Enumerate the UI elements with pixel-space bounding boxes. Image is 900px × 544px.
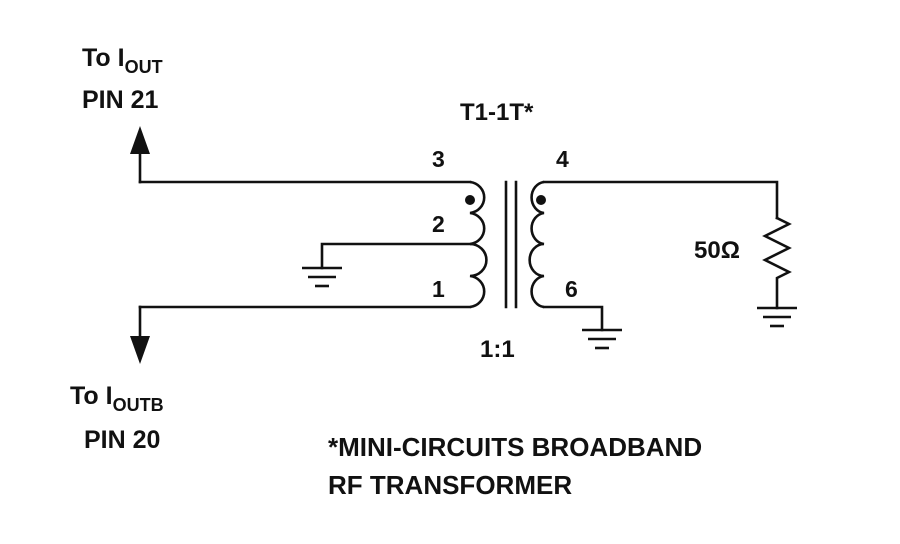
turns-ratio-label: 1:1: [480, 336, 515, 363]
ground-icon: [582, 328, 622, 350]
pin-3-label: 3: [432, 146, 445, 172]
ground-icon: [757, 306, 797, 328]
primary-polarity-dot-icon: [465, 195, 475, 205]
footnote-line-1: *MINI-CIRCUITS BROADBAND: [328, 432, 702, 462]
footnote-line-2: RF TRANSFORMER: [328, 470, 572, 500]
up-arrow-icon: [130, 126, 150, 184]
ioutb-pin-label: PIN 20: [84, 426, 160, 454]
iout-pin-label: PIN 21: [82, 86, 159, 114]
pin-6-label: 6: [565, 276, 578, 302]
secondary-bottom-wire: [542, 305, 604, 332]
ioutb-label: To IOUTB: [70, 382, 164, 415]
transformer-part-label: T1-1T*: [460, 99, 534, 126]
iout-label: To IOUT: [82, 44, 163, 77]
pin-4-label: 4: [556, 146, 569, 172]
resistor-icon: [762, 216, 792, 310]
secondary-coil: [528, 180, 545, 309]
ground-icon: [302, 266, 342, 288]
pin-2-label: 2: [432, 211, 445, 237]
center-tap-wire: [320, 242, 472, 270]
secondary-polarity-dot-icon: [536, 195, 546, 205]
down-arrow-icon: [130, 305, 150, 364]
pin-1-label: 1: [432, 276, 445, 302]
primary-coil: [469, 180, 488, 309]
secondary-top-wire: [542, 180, 779, 220]
resistor-label: 50Ω: [694, 237, 740, 264]
